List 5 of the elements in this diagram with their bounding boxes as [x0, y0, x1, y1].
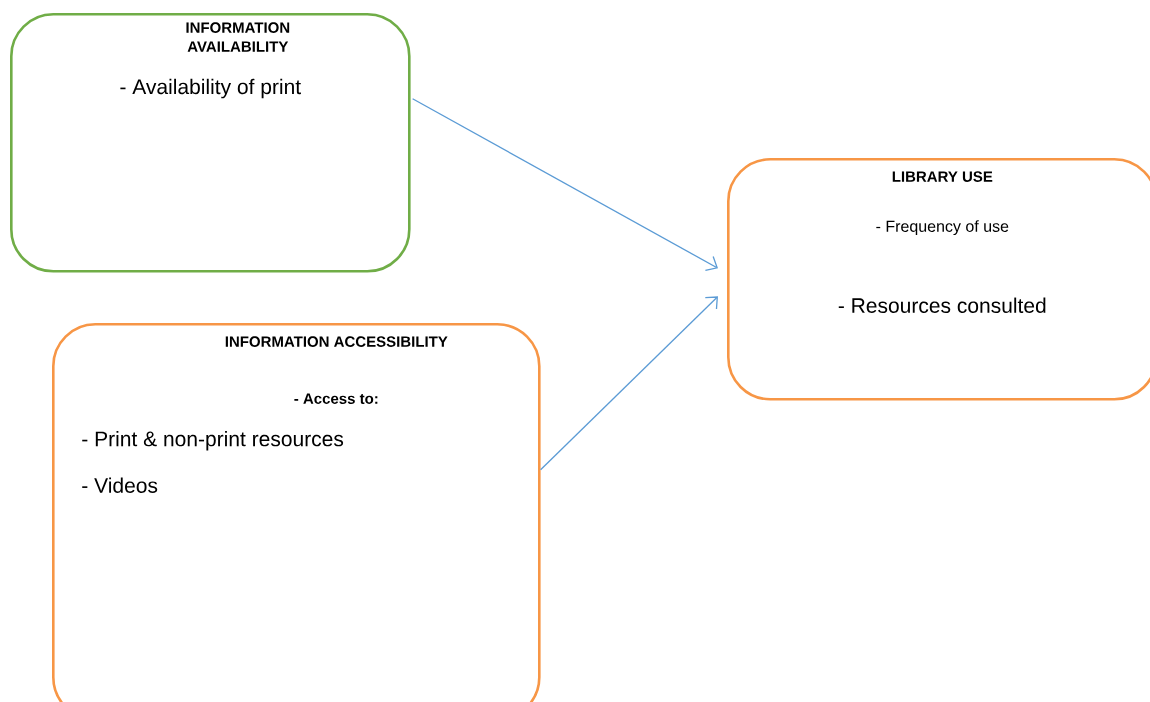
rounded-box: LIBRARY USE - Frequency of use - Resources consulted — [727, 158, 1150, 401]
rounded-box: INFORMATION ACCESSIBILITY - Access to: - Print & non-print resources - Videos — [52, 323, 541, 702]
arrow — [411, 98, 718, 272]
arrow — [539, 296, 718, 471]
rounded-box: INFORMATION AVAILABILITY - Availability of print — [10, 13, 411, 273]
